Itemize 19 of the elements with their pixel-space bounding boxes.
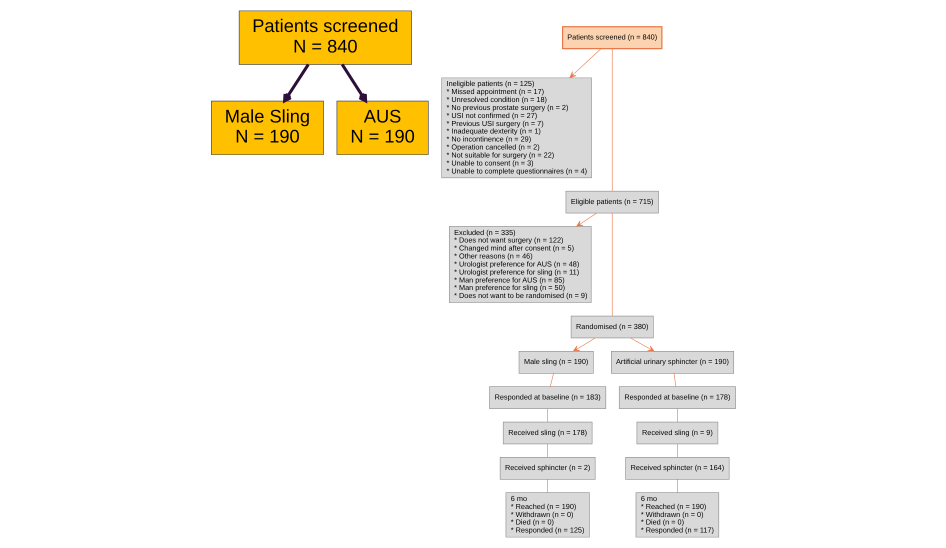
connector bbox=[546, 444, 548, 458]
connector bbox=[676, 479, 678, 493]
connector bbox=[546, 479, 548, 493]
node-box: Male Sling N = 190 bbox=[210, 100, 324, 155]
connector bbox=[611, 212, 612, 316]
arrow bbox=[340, 64, 367, 102]
connector bbox=[673, 373, 676, 387]
node-box: Patients screened N = 840 bbox=[238, 10, 412, 65]
connector bbox=[676, 444, 678, 458]
arrow bbox=[569, 48, 601, 78]
arrow bbox=[576, 212, 596, 227]
connector bbox=[546, 408, 548, 422]
arrow bbox=[572, 338, 595, 352]
connector bbox=[676, 408, 678, 422]
connector bbox=[549, 373, 554, 387]
arrow bbox=[282, 64, 310, 102]
node-box: AUS N = 190 bbox=[336, 100, 428, 155]
arrow bbox=[630, 338, 654, 352]
connector bbox=[611, 48, 612, 192]
